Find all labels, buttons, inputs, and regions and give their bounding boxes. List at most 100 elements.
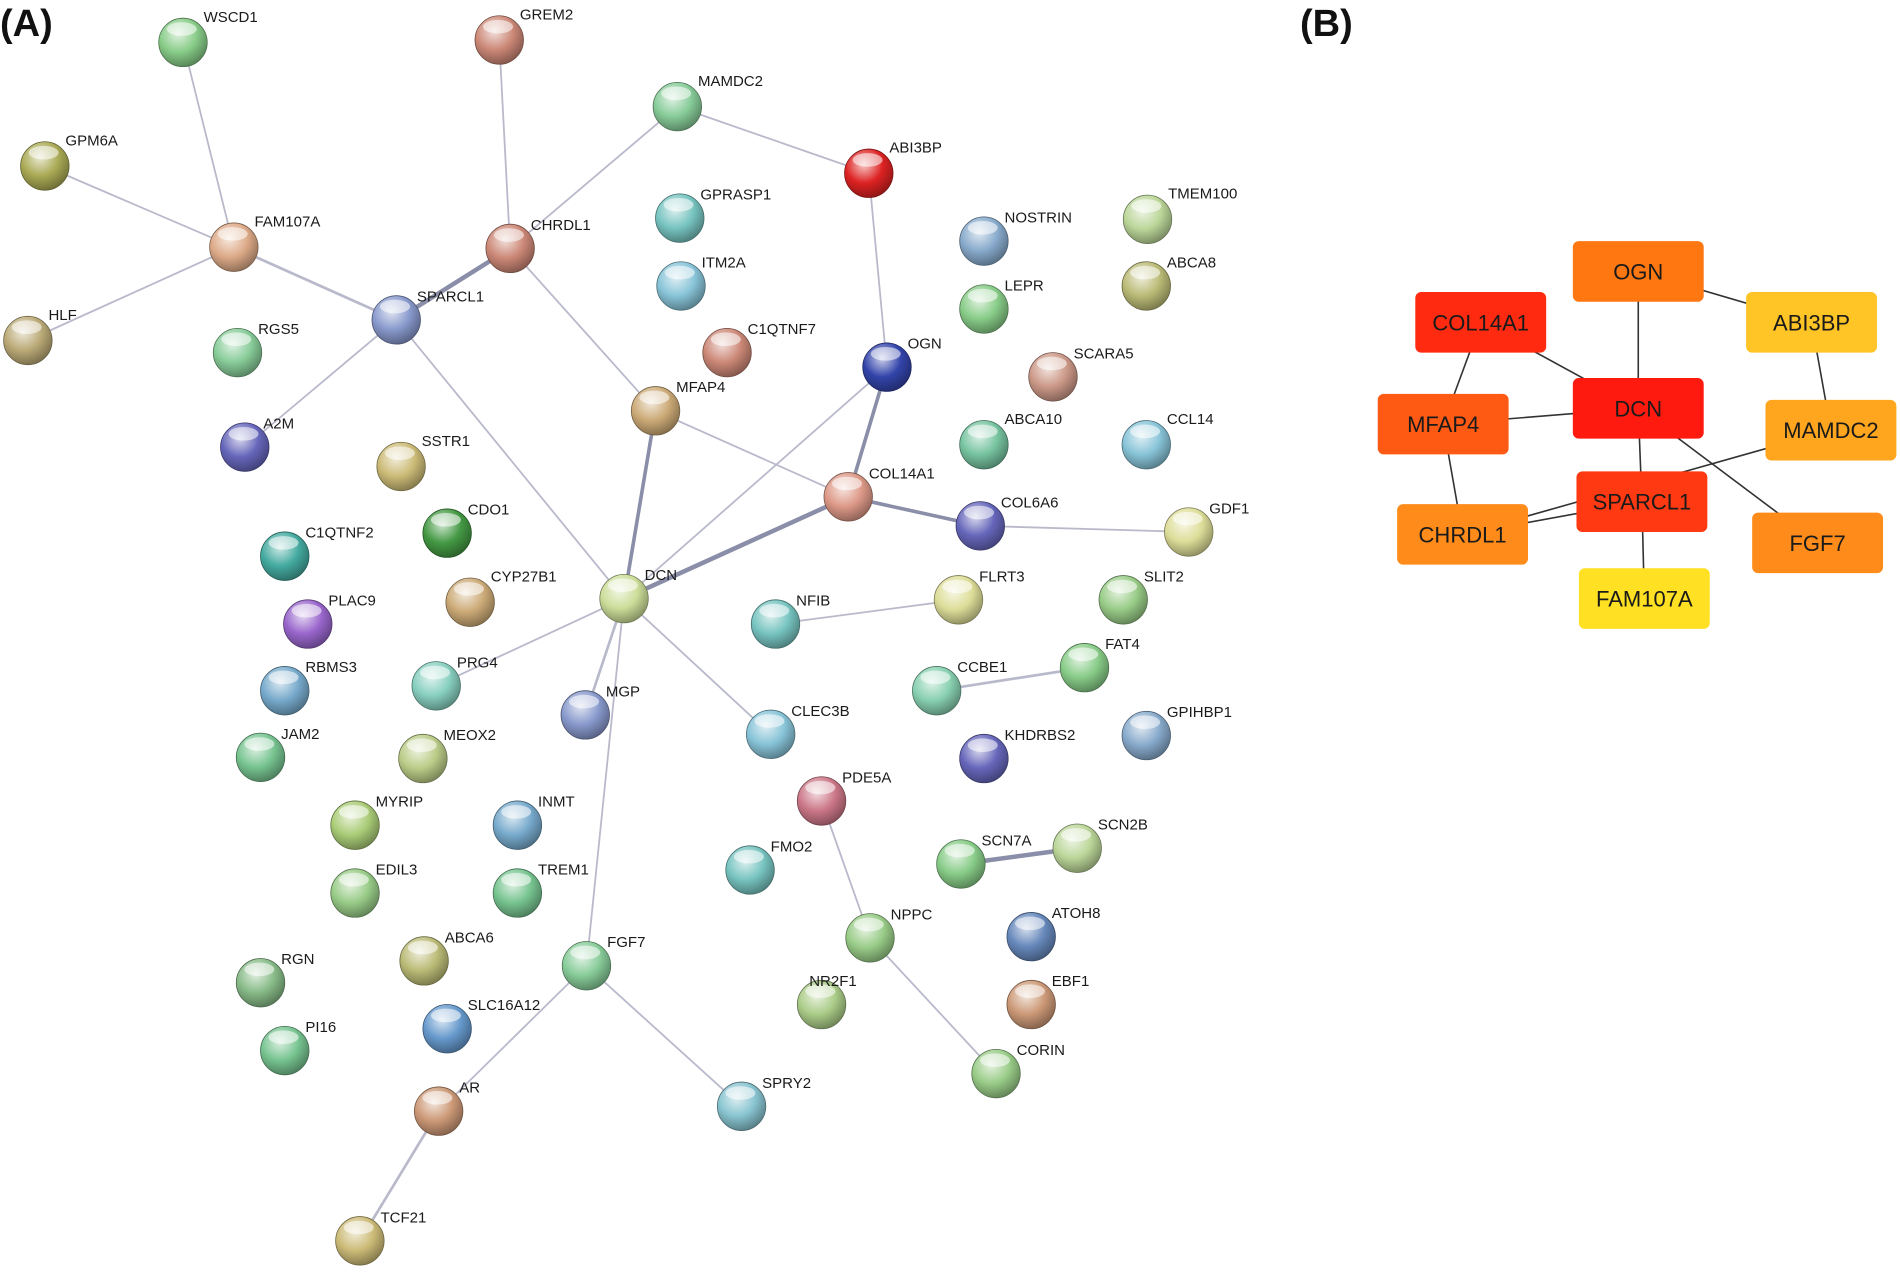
node-c1qtnf7[interactable]: C1QTNF7 [702, 321, 816, 378]
node-fam107a[interactable]: FAM107A [209, 214, 321, 272]
node-col6a6[interactable]: COL6A6 [955, 494, 1058, 551]
node-gdf1[interactable]: GDF1 [1164, 500, 1249, 557]
edge-ogn-dcn [623, 366, 888, 600]
node-nppc[interactable]: NPPC [845, 906, 933, 963]
hub-node-fgf7[interactable]: FGF7 [1752, 512, 1884, 574]
node-rbms3[interactable]: RBMS3 [260, 659, 358, 716]
node-spry2[interactable]: SPRY2 [716, 1075, 811, 1131]
node-fgf7[interactable]: FGF7 [561, 934, 645, 991]
node-clec3b[interactable]: CLEC3B [746, 703, 850, 759]
node-slit2[interactable]: SLIT2 [1098, 568, 1184, 625]
hub-node-mfap4[interactable]: MFAP4 [1377, 393, 1509, 455]
node-gpihbp1[interactable]: GPIHBP1 [1121, 704, 1232, 761]
node-highlight [569, 694, 600, 709]
node-wscd1[interactable]: WSCD1 [158, 9, 258, 68]
node-cdo1[interactable]: CDO1 [422, 502, 510, 558]
node-highlight [221, 332, 252, 347]
node-highlight [1068, 647, 1099, 662]
node-pde5a[interactable]: PDE5A [796, 769, 891, 826]
node-label: ATOH8 [1052, 905, 1101, 922]
edge-nppc-corin [869, 937, 997, 1075]
node-abca8[interactable]: ABCA8 [1121, 254, 1216, 311]
node-abca10[interactable]: ABCA10 [959, 411, 1062, 470]
node-jam2[interactable]: JAM2 [235, 726, 319, 782]
hub-node-ogn[interactable]: OGN [1572, 241, 1704, 302]
node-myrip[interactable]: MYRIP [330, 794, 423, 850]
hub-node-box [1746, 292, 1877, 353]
node-chrdl1[interactable]: CHRDL1 [485, 217, 591, 274]
hub-node-fam107a[interactable]: FAM107A [1578, 568, 1710, 629]
node-mamdc2[interactable]: MAMDC2 [652, 73, 763, 132]
node-tcf21[interactable]: TCF21 [335, 1209, 427, 1266]
hub-node-mamdc2[interactable]: MAMDC2 [1765, 399, 1897, 461]
node-ogn[interactable]: OGN [862, 336, 942, 392]
hub-node-abi3bp[interactable]: ABI3BP [1746, 292, 1877, 353]
node-mgp[interactable]: MGP [560, 683, 640, 740]
node-nfib[interactable]: NFIB [750, 593, 830, 649]
node-tmem100[interactable]: TMEM100 [1122, 186, 1237, 244]
node-a2m[interactable]: A2M [220, 416, 295, 472]
node-gpm6a[interactable]: GPM6A [20, 132, 118, 191]
hub-node-dcn[interactable]: DCN [1572, 378, 1704, 439]
node-rgs5[interactable]: RGS5 [212, 321, 299, 378]
node-meox2[interactable]: MEOX2 [398, 727, 496, 784]
node-plac9[interactable]: PLAC9 [283, 593, 376, 649]
node-label: CORIN [1017, 1042, 1065, 1059]
node-mfap4[interactable]: MFAP4 [630, 379, 725, 436]
node-label: TMEM100 [1168, 186, 1237, 203]
node-grem2[interactable]: GREM2 [474, 6, 573, 65]
node-label: INMT [538, 794, 575, 811]
node-nr2f1[interactable]: NR2F1 [796, 973, 857, 1030]
node-ebf1[interactable]: EBF1 [1006, 973, 1089, 1030]
node-pi16[interactable]: PI16 [260, 1019, 337, 1076]
node-ccl14[interactable]: CCL14 [1121, 411, 1214, 470]
edge-fgf7-ar [438, 965, 588, 1112]
node-c1qtnf2[interactable]: C1QTNF2 [260, 525, 374, 581]
node-sparcl1[interactable]: SPARCL1 [371, 288, 484, 345]
edge-col14a1-dcn [623, 494, 850, 601]
node-label: SPARCL1 [417, 288, 484, 305]
node-highlight [268, 670, 299, 685]
node-hlf[interactable]: HLF [3, 307, 77, 366]
node-corin[interactable]: CORIN [971, 1042, 1065, 1099]
node-col14a1[interactable]: COL14A1 [823, 465, 935, 522]
node-inmt[interactable]: INMT [492, 794, 575, 850]
node-atoh8[interactable]: ATOH8 [1006, 905, 1101, 962]
node-scara5[interactable]: SCARA5 [1028, 345, 1134, 402]
node-label: SCN7A [982, 832, 1032, 849]
node-trem1[interactable]: TREM1 [492, 862, 589, 918]
node-fmo2[interactable]: FMO2 [725, 838, 813, 895]
hub-node-box [1397, 504, 1528, 565]
node-highlight [964, 505, 995, 520]
node-edil3[interactable]: EDIL3 [330, 862, 418, 918]
node-dcn[interactable]: DCN [599, 567, 677, 624]
node-scn2b[interactable]: SCN2B [1052, 817, 1148, 873]
node-highlight [831, 476, 863, 491]
hub-node-col14a1[interactable]: COL14A1 [1415, 292, 1547, 353]
hub-node-chrdl1[interactable]: CHRDL1 [1397, 504, 1528, 565]
node-itm2a[interactable]: ITM2A [656, 254, 746, 311]
node-cyp27b1[interactable]: CYP27B1 [445, 569, 557, 627]
hub-node-sparcl1[interactable]: SPARCL1 [1576, 471, 1708, 532]
node-sstr1[interactable]: SSTR1 [376, 433, 470, 492]
node-prg4[interactable]: PRG4 [411, 654, 498, 711]
node-slc16a12[interactable]: SLC16A12 [422, 997, 540, 1054]
node-rgn[interactable]: RGN [235, 951, 314, 1008]
node-flrt3[interactable]: FLRT3 [933, 568, 1025, 625]
node-nostrin[interactable]: NOSTRIN [959, 210, 1072, 266]
node-gprasp1[interactable]: GPRASP1 [655, 187, 772, 243]
node-scn7a[interactable]: SCN7A [936, 832, 1032, 889]
node-fat4[interactable]: FAT4 [1059, 636, 1140, 693]
node-lepr[interactable]: LEPR [959, 277, 1044, 334]
node-highlight [805, 984, 836, 998]
node-label: CLEC3B [791, 703, 849, 720]
node-ccbe1[interactable]: CCBE1 [912, 659, 1007, 716]
node-highlight [1107, 579, 1138, 594]
node-khdrbs2[interactable]: KHDRBS2 [959, 727, 1076, 784]
node-highlight [639, 390, 670, 405]
node-abca6[interactable]: ABCA6 [399, 929, 494, 986]
node-abi3bp[interactable]: ABI3BP [844, 140, 942, 198]
edge-grem2-chrdl1 [498, 39, 512, 249]
node-ar[interactable]: AR [414, 1080, 480, 1136]
